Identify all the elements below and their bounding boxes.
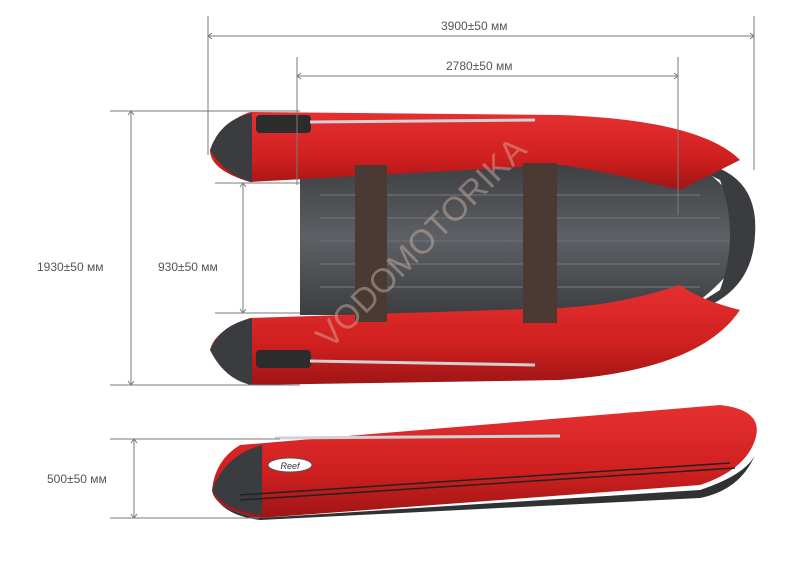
overall-width-label: 1930±50 мм bbox=[37, 260, 104, 274]
brand-logo: Reef bbox=[280, 461, 301, 471]
height-label: 500±50 мм bbox=[47, 472, 107, 486]
inner-width-label: 930±50 мм bbox=[158, 260, 218, 274]
oar-bottom bbox=[256, 350, 536, 368]
inner-length-label: 2780±50 мм bbox=[446, 59, 513, 73]
boat-side-view: Reef bbox=[212, 405, 757, 520]
overall-length-label: 3900±50 мм bbox=[441, 19, 508, 33]
boat-top-view: VODOMOTORIKA bbox=[210, 112, 756, 385]
dimension-lines bbox=[110, 16, 755, 519]
